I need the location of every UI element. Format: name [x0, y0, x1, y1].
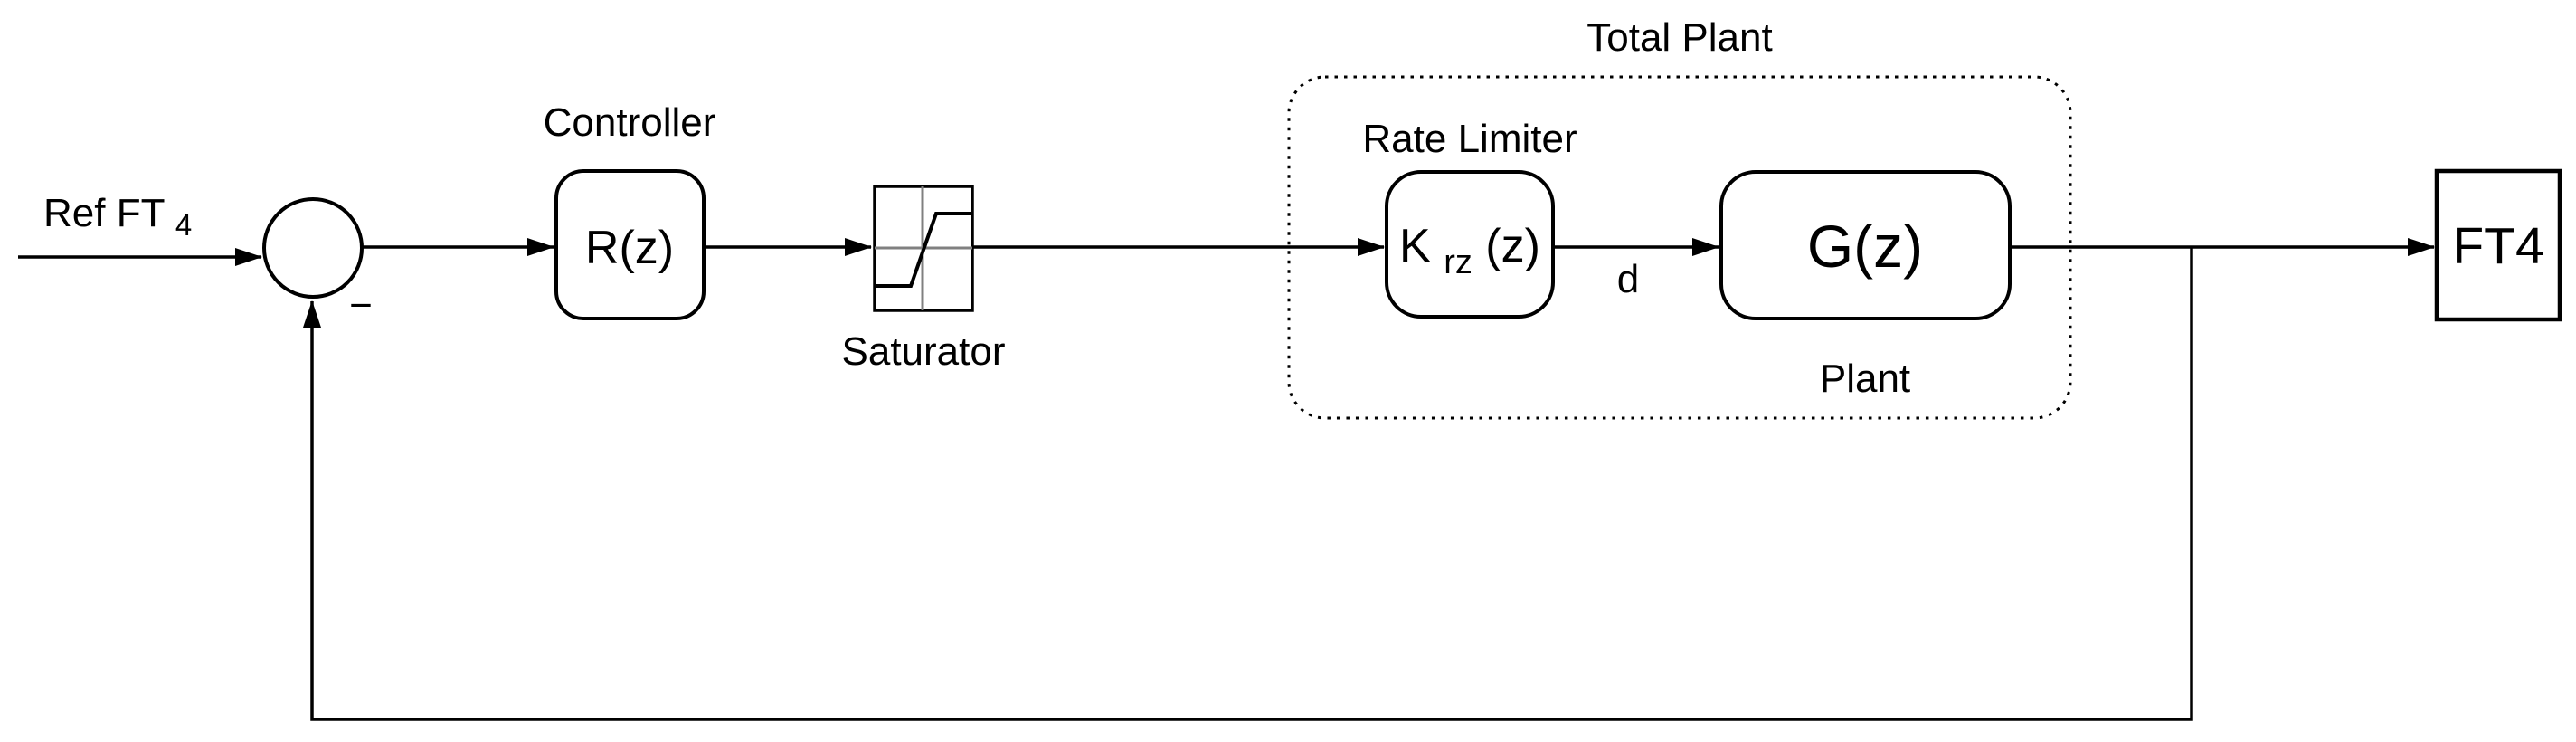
- plant-block: [1719, 170, 2012, 320]
- saturator-caption: Saturator: [842, 329, 1006, 374]
- total-plant-container: [1287, 75, 2072, 420]
- reference-input-label-main: Ref FT: [43, 191, 165, 235]
- rate-limiter-caption: Rate Limiter: [1362, 117, 1577, 161]
- controller-block: [554, 169, 706, 320]
- signal-d-label: d: [1617, 257, 1639, 301]
- saturator-block: [873, 185, 974, 312]
- rate-limiter-label-subscript: rz: [1444, 243, 1473, 281]
- total-plant-caption: Total Plant: [1586, 15, 1772, 60]
- plant-block-label: G(z): [1807, 213, 1923, 280]
- rate-limiter-label-suffix: (z): [1485, 220, 1540, 272]
- rate-limiter-label-base: K: [1399, 220, 1431, 272]
- minus-sign-label: −: [349, 283, 373, 328]
- reference-input-label-subscript: 4: [175, 208, 192, 242]
- rate-limiter-block-label: K rz (z): [1399, 220, 1540, 284]
- summing-junction: [262, 197, 364, 299]
- rate-limiter-block: [1385, 170, 1555, 319]
- output-block: [2434, 168, 2562, 322]
- saturation-curve: [875, 212, 972, 288]
- output-block-label: FT4: [2452, 217, 2543, 275]
- feedback-path-arrow: [303, 247, 2193, 721]
- plant-caption: Plant: [1820, 357, 1910, 401]
- controller-block-label: R(z): [585, 222, 674, 274]
- controller-caption: Controller: [544, 100, 716, 145]
- reference-input-label: Ref FT 4: [43, 191, 192, 242]
